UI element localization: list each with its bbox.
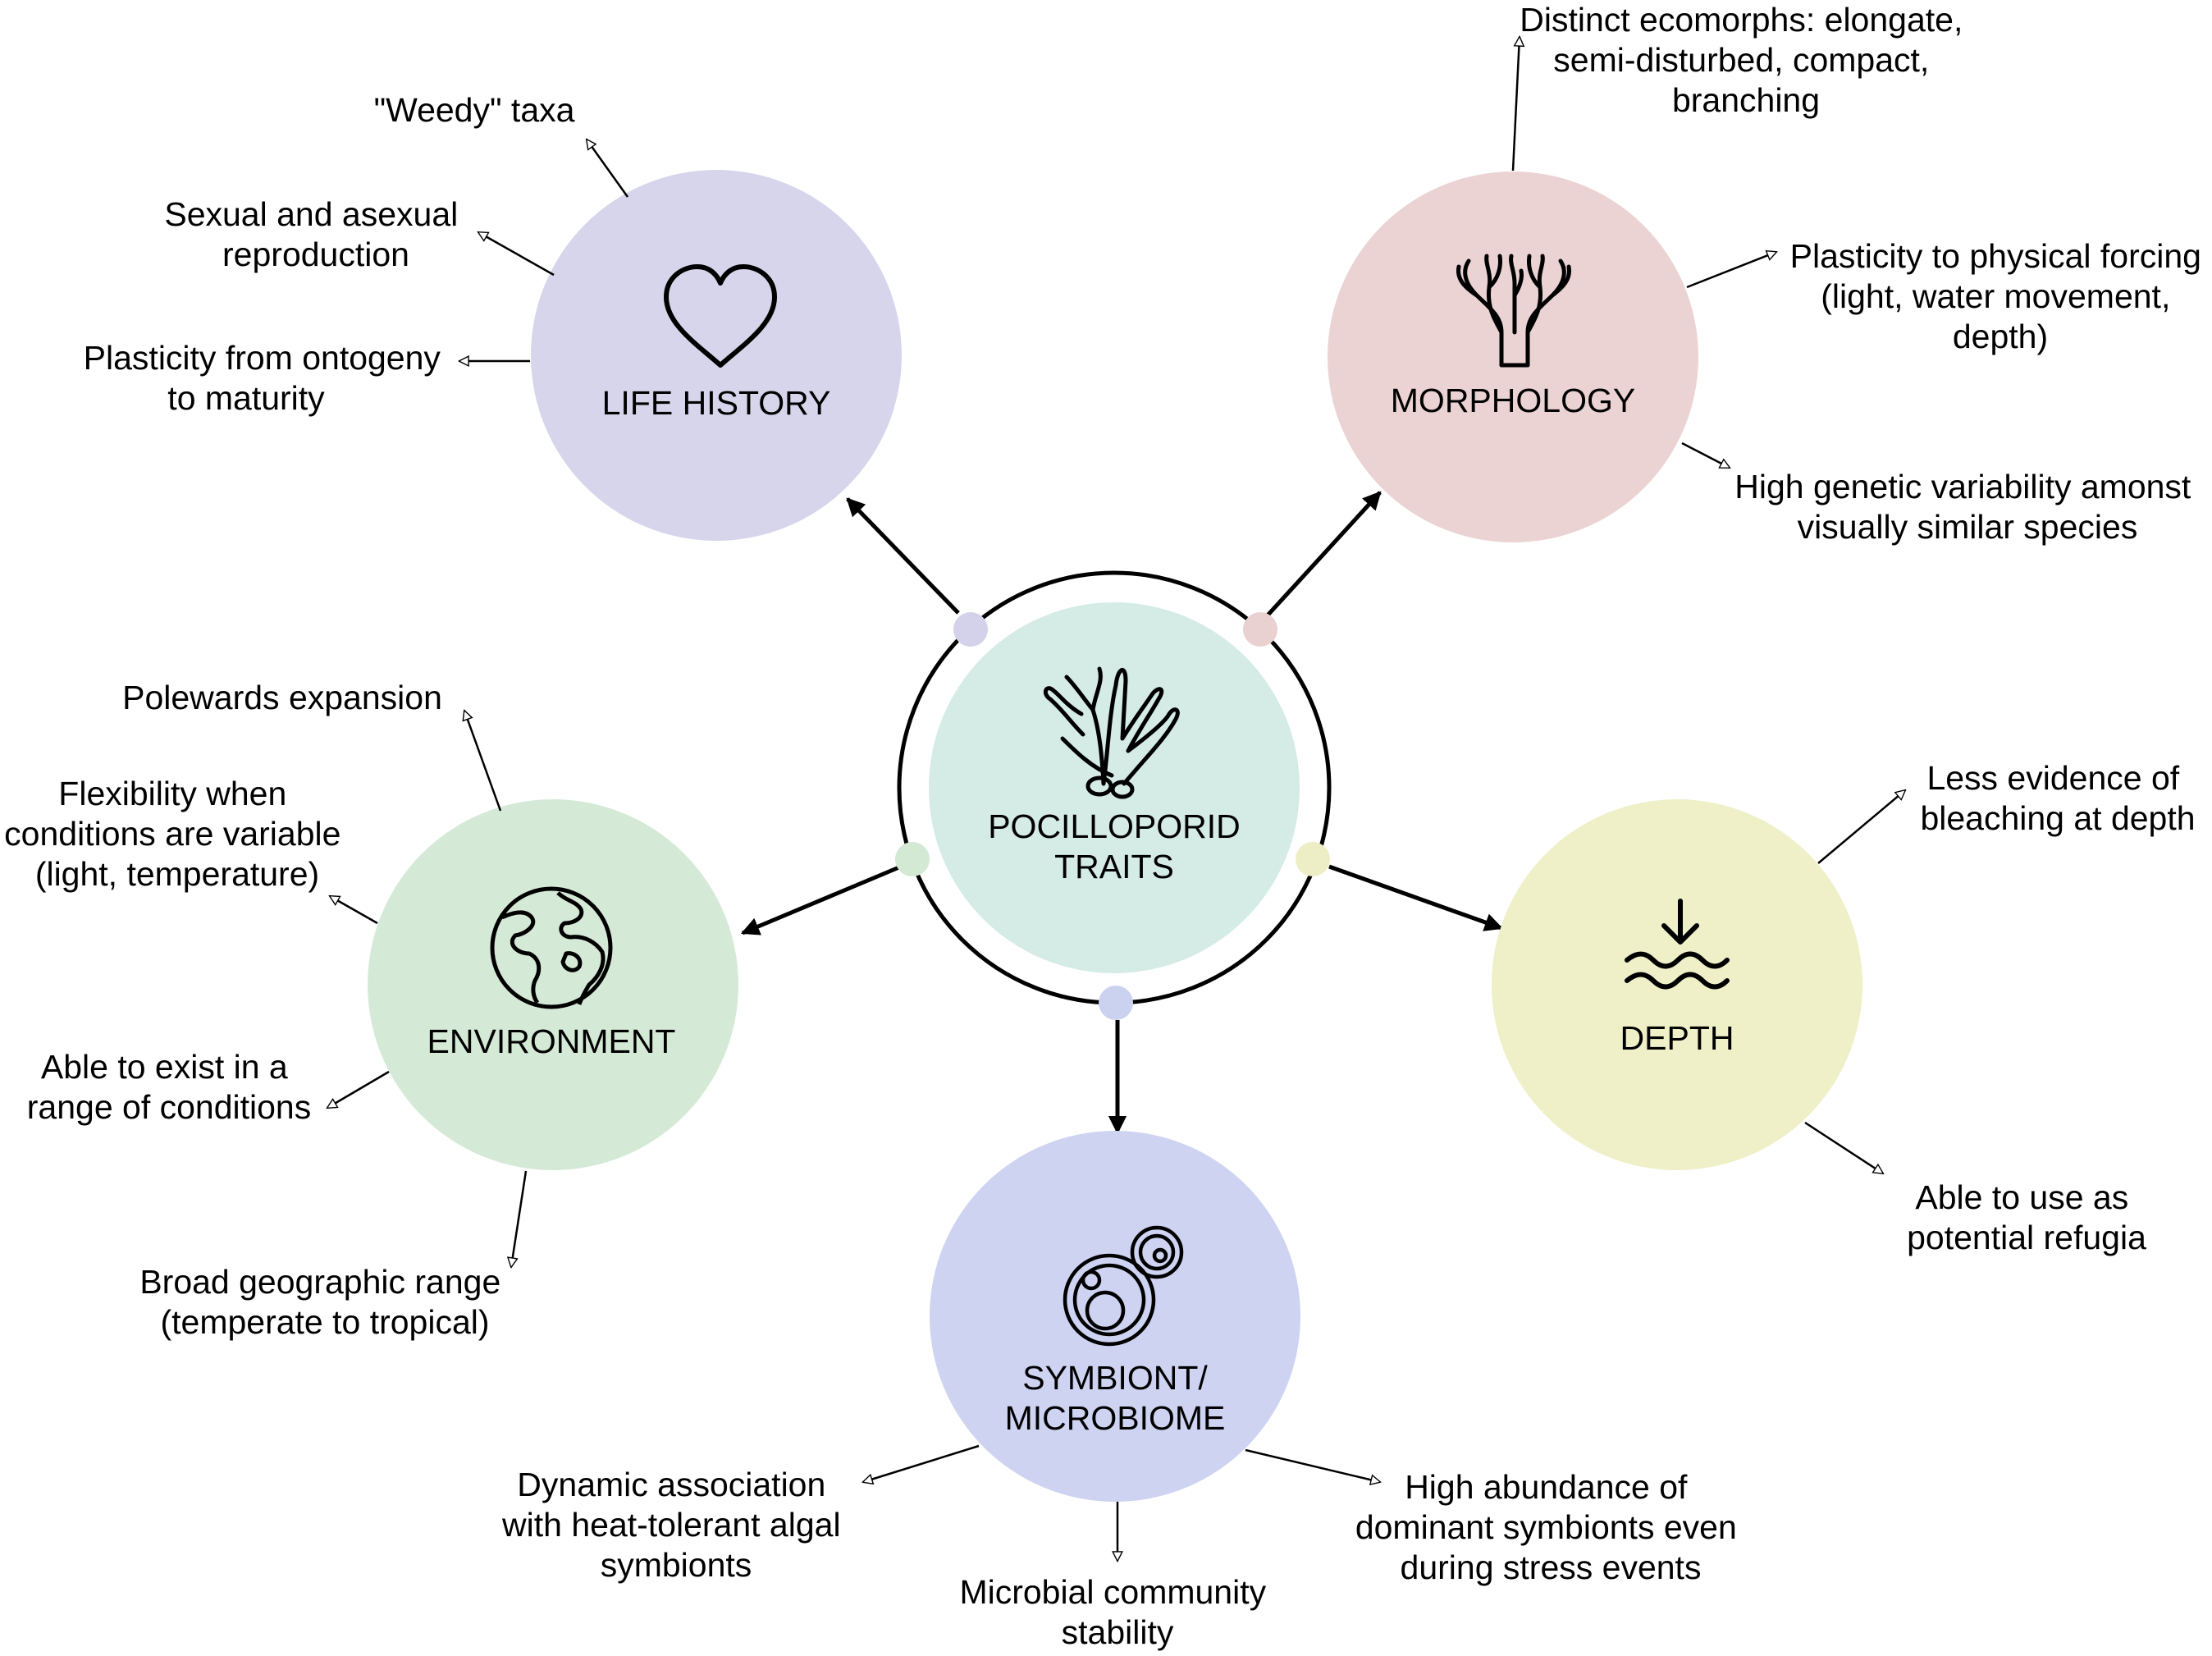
arrow-range-conditions xyxy=(327,1070,390,1108)
morphology-node: MORPHOLOGY xyxy=(1328,172,1698,542)
dot-environment xyxy=(895,842,930,876)
life-history-node: LIFE HISTORY xyxy=(531,170,902,541)
center-title-line-2: TRAITS xyxy=(1054,848,1174,885)
heart-icon xyxy=(664,264,777,368)
branching-coral-icon xyxy=(1456,254,1572,368)
cells-icon xyxy=(1063,1225,1184,1347)
dot-life-history xyxy=(953,612,988,647)
coral-icon xyxy=(1043,666,1180,799)
dot-symbiont xyxy=(1099,986,1133,1020)
symbiont-node: SYMBIONT/ MICROBIOME xyxy=(930,1131,1300,1502)
trait-plasticity-ontogeny: Plasticity from ontogeny to maturity xyxy=(84,339,450,417)
trait-less-bleaching: Less evidence of bleaching at depth xyxy=(1920,759,2195,837)
arrow-geographic-range xyxy=(511,1170,528,1267)
trait-sexual-asexual: Sexual and asexual reproduction xyxy=(164,195,467,273)
center-title-line-1: POCILLOPORID xyxy=(988,807,1241,845)
dot-morphology xyxy=(1243,612,1277,647)
depth-title: DEPTH xyxy=(1620,1019,1734,1057)
symbiont-circle xyxy=(930,1131,1300,1502)
arrow-genetic-variability xyxy=(1681,441,1730,469)
trait-geographic-range: Broad geographic range (temperate to tro… xyxy=(139,1263,510,1341)
connector-life-history xyxy=(846,497,960,615)
trait-genetic-variability: High genetic variability amonst visually… xyxy=(1734,468,2200,546)
depth-node: DEPTH xyxy=(1492,799,1862,1170)
trait-plasticity-physical: Plasticity to physical forcing (light, w… xyxy=(1790,237,2211,355)
trait-refugia: Able to use as potential refugia xyxy=(1907,1178,2146,1256)
arrow-plasticity-physical xyxy=(1686,252,1776,289)
center-node: POCILLOPORID TRAITS xyxy=(897,570,1332,1005)
trait-dominant-symbionts: High abundance of dominant symbionts eve… xyxy=(1355,1468,1746,1586)
trait-polewards: Polewards expansion xyxy=(122,679,442,716)
morphology-title: MORPHOLOGY xyxy=(1391,382,1635,419)
arrow-less-bleaching xyxy=(1817,790,1905,864)
depth-circle xyxy=(1492,799,1862,1170)
connector-morphology xyxy=(1264,491,1382,620)
trait-ecomorphs: Distinct ecomorphs: elongate, semi-distu… xyxy=(1520,1,1972,119)
life-history-circle xyxy=(531,170,902,541)
environment-node: ENVIRONMENT xyxy=(368,799,738,1170)
trait-flexibility: Flexibility when conditions are variable… xyxy=(4,775,350,893)
depth-waves-icon xyxy=(1625,899,1730,990)
trait-weedy-taxa: "Weedy" taxa xyxy=(374,91,575,129)
dot-depth xyxy=(1296,842,1330,876)
globe-icon xyxy=(490,886,613,1009)
main-connectors xyxy=(740,491,1504,1135)
arrow-flexibility xyxy=(330,894,378,925)
symbiont-title-line-1: SYMBIONT/ xyxy=(1022,1359,1208,1397)
arrow-heat-tolerant xyxy=(863,1444,980,1482)
arrow-weedy-taxa xyxy=(587,140,629,198)
arrow-sexual-asexual xyxy=(478,231,555,277)
trait-heat-tolerant: Dynamic association with heat-tolerant a… xyxy=(501,1466,850,1584)
arrow-dominant-symbionts xyxy=(1245,1448,1380,1482)
connector-environment xyxy=(740,864,902,936)
arrow-ecomorphs xyxy=(1511,37,1520,172)
trait-labels: "Weedy" taxa Sexual and asexual reproduc… xyxy=(4,1,2211,1651)
environment-circle xyxy=(368,799,738,1170)
environment-title: ENVIRONMENT xyxy=(427,1022,676,1060)
trait-arrows xyxy=(327,37,1905,1561)
symbiont-title-line-2: MICROBIOME xyxy=(1005,1399,1226,1437)
arrow-polewards xyxy=(464,711,502,812)
arrow-refugia xyxy=(1804,1121,1883,1173)
trait-range-conditions: Able to exist in a range of conditions xyxy=(27,1048,311,1126)
life-history-title: LIFE HISTORY xyxy=(602,384,831,422)
morphology-circle xyxy=(1328,172,1698,542)
trait-microbial-stability: Microbial community stability xyxy=(959,1573,1275,1651)
connector-depth xyxy=(1328,864,1504,931)
ring-dots xyxy=(895,612,1330,1020)
